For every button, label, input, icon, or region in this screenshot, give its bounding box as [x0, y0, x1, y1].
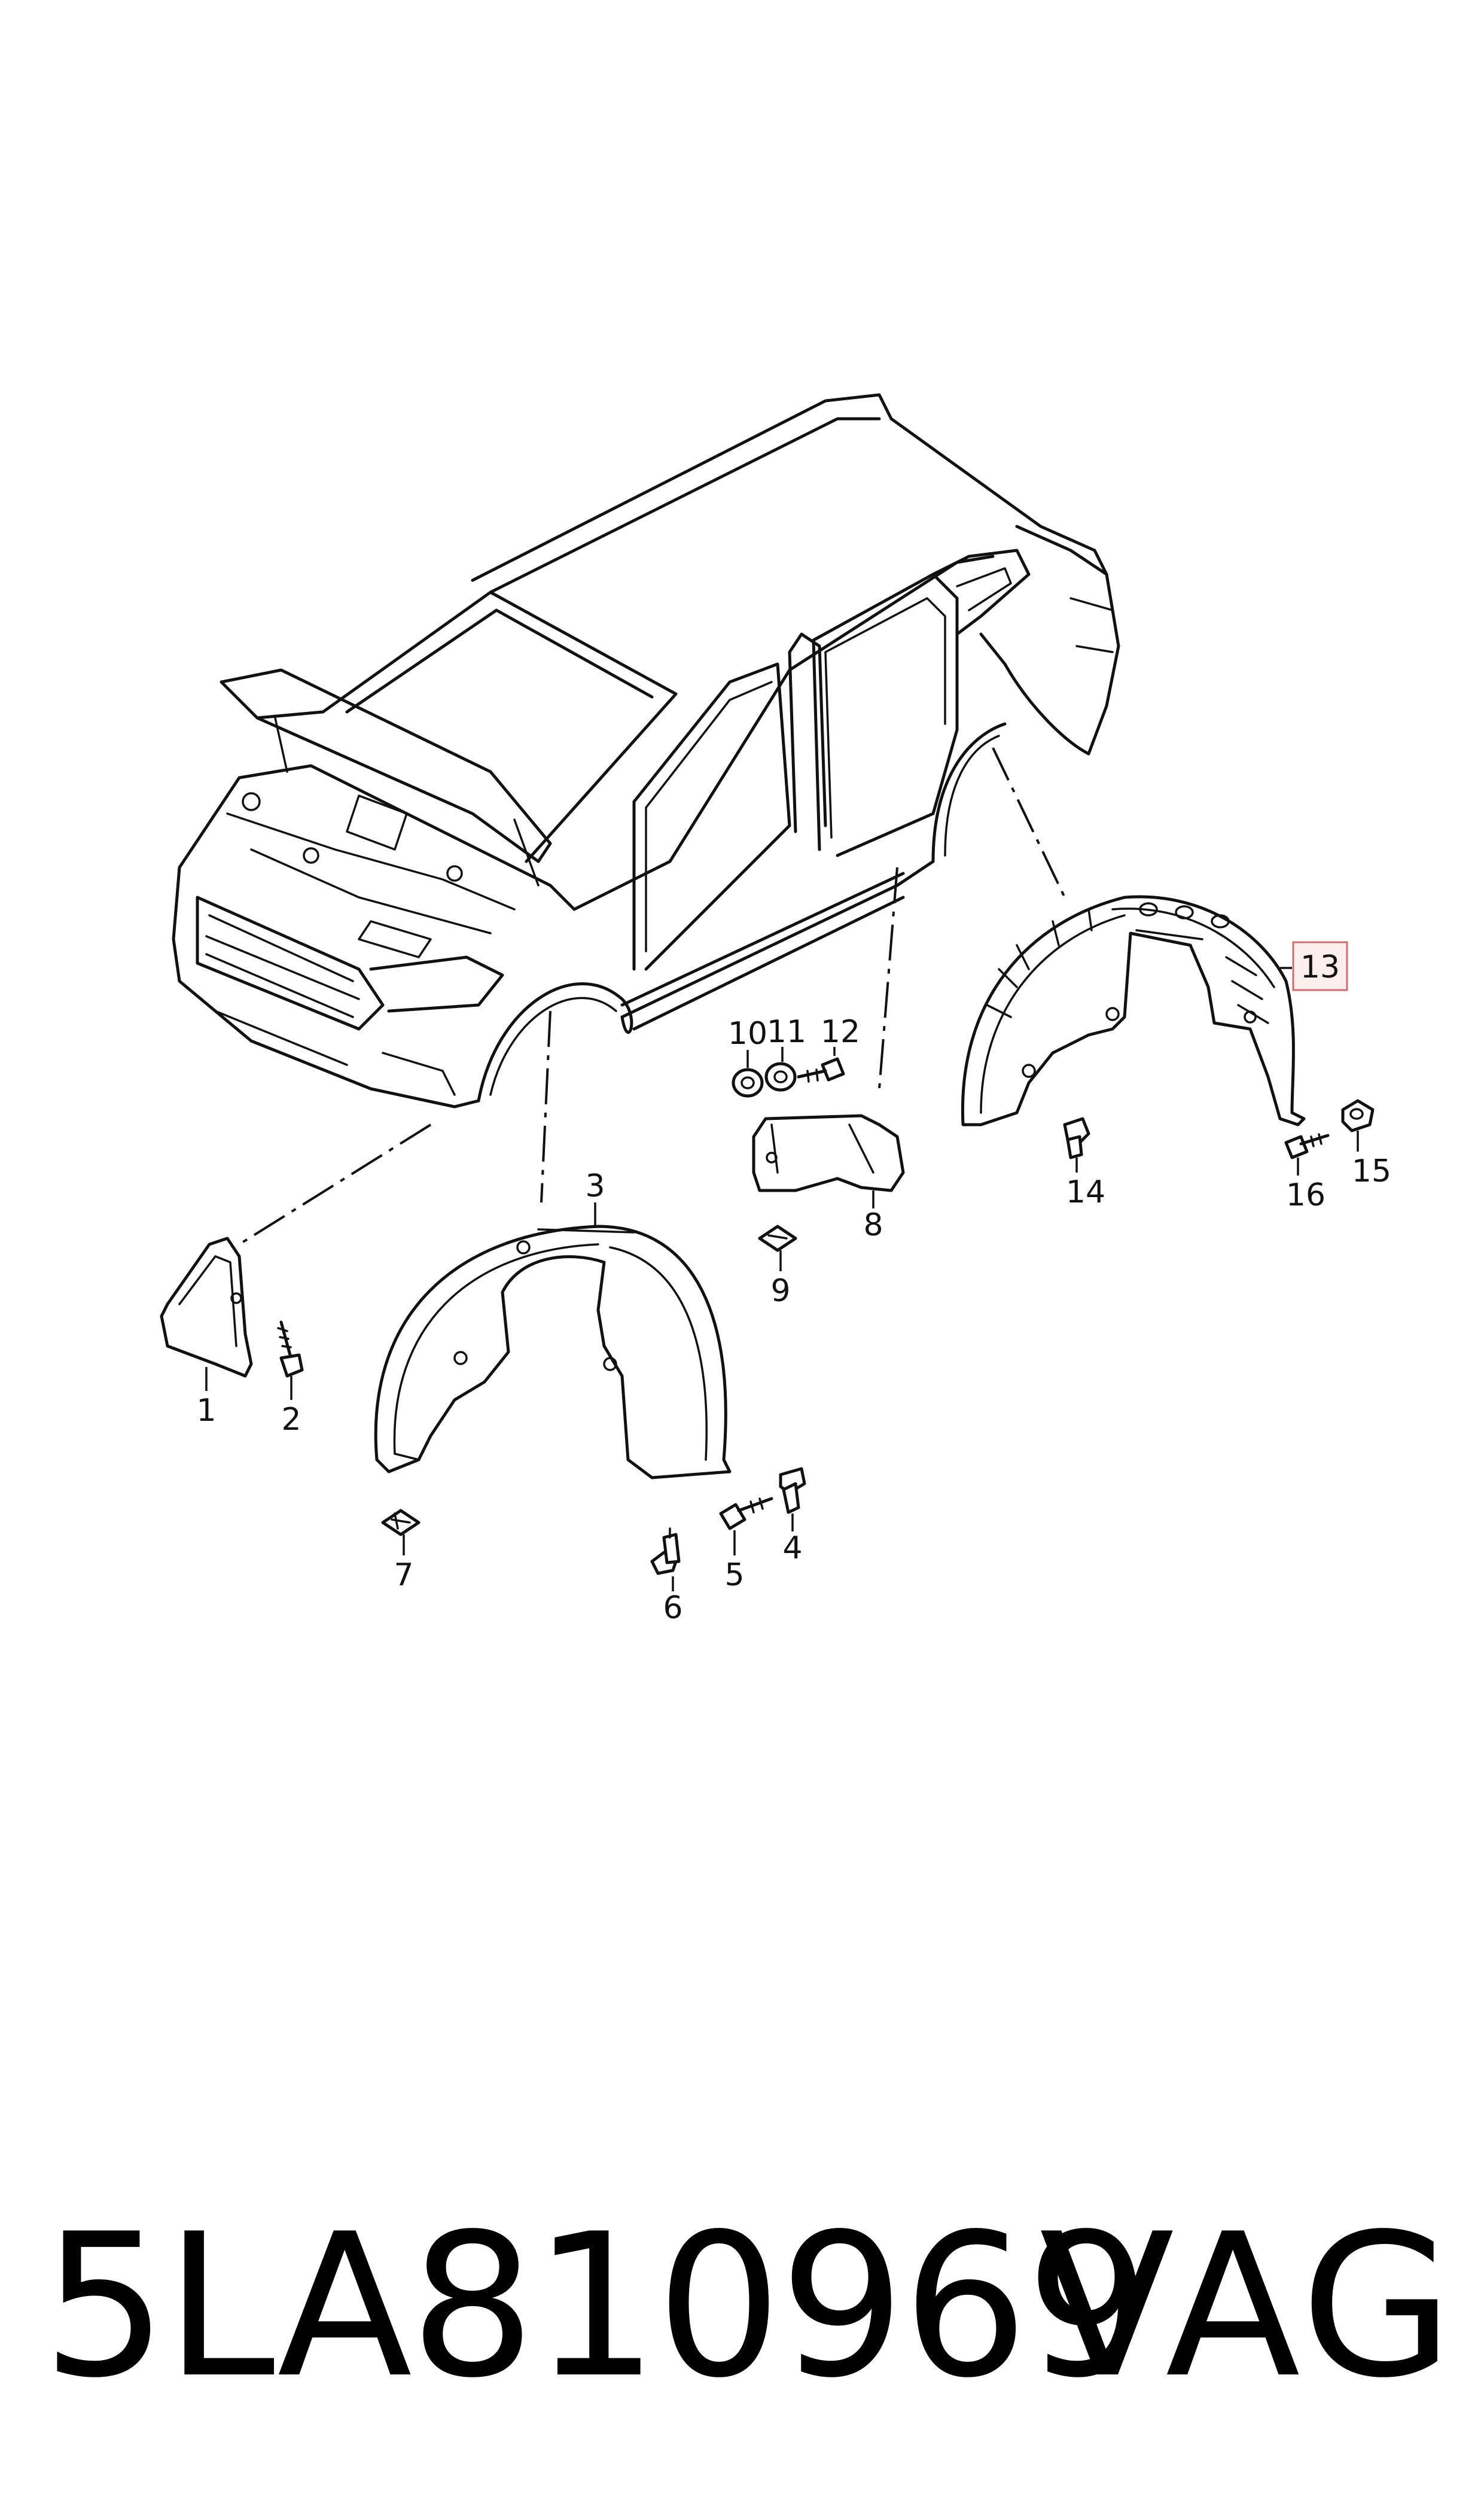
- part-5-screw: [719, 1497, 773, 1555]
- part-14-expanding-nut: [1063, 1117, 1090, 1173]
- part-number: 5LA810969: [42, 2191, 1151, 2421]
- callout-8: 8: [863, 1207, 883, 1243]
- callout-12: 12: [821, 1014, 860, 1050]
- callout-10: 10: [728, 1016, 767, 1052]
- callout-1: 1: [196, 1393, 216, 1429]
- callout-13-highlight: [1292, 941, 1348, 991]
- callout-16: 16: [1286, 1177, 1325, 1213]
- brand-name: VAG: [1039, 2191, 1457, 2421]
- callout-6: 6: [663, 1590, 682, 1626]
- part-2-screw: [277, 1320, 304, 1400]
- callout-14: 14: [1066, 1174, 1105, 1210]
- part-15-clip: [1341, 1099, 1375, 1152]
- callout-5: 5: [724, 1557, 744, 1593]
- part-10-washer: [732, 1050, 764, 1098]
- part-9-clip-nut: [758, 1225, 797, 1271]
- callout-11: 11: [767, 1014, 806, 1050]
- part-1-front-liner-section: [160, 1237, 253, 1391]
- callout-3: 3: [585, 1168, 605, 1204]
- assembly-leader-lines: [238, 747, 1066, 1246]
- part-4-clip: [779, 1467, 806, 1531]
- part-16-screw: [1284, 1133, 1330, 1176]
- callout-7: 7: [394, 1557, 413, 1593]
- part-7-clip-nut: [381, 1509, 420, 1555]
- parts-diagram: 1 2 3 4 5 6 7 8 9 10 11 12 13 14 15 16: [160, 393, 1391, 1626]
- callout-labels: 1 2 3 4 5 6 7 8 9 10 11 12 13 14 15 16: [196, 941, 1391, 1626]
- part-12-bolt: [797, 1047, 845, 1083]
- callout-2: 2: [281, 1402, 301, 1438]
- callout-13: 13: [1300, 949, 1340, 985]
- part-8-bracket: [752, 1114, 905, 1208]
- part-3-front-wheelhousing-liner: [374, 1202, 732, 1479]
- part-6-push-rivet: [650, 1527, 681, 1591]
- callout-15: 15: [1352, 1153, 1391, 1189]
- part-11-washer: [764, 1047, 797, 1092]
- callout-9: 9: [770, 1273, 790, 1309]
- car-body-illustration: [172, 393, 1120, 1109]
- part-13-rear-wheelhousing-liner: [961, 895, 1306, 1126]
- callout-4: 4: [782, 1530, 802, 1566]
